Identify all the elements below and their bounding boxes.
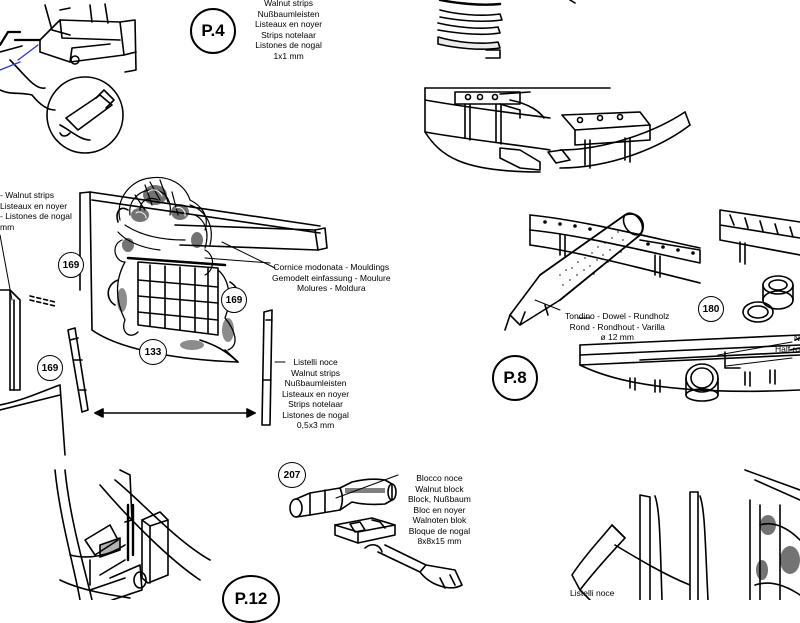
deck-structure-illustration — [54, 469, 211, 600]
label-right-edge: N Half ro — [774, 333, 800, 354]
label-walnut-strips-1mm: Walnut strips Nußbaumleisten Listeaux en… — [255, 0, 323, 61]
moulding-detail-illustration — [67, 176, 328, 426]
long-rail-illustration — [579, 334, 800, 402]
leader-lines — [0, 234, 793, 499]
walnut-block-illustration — [289, 478, 463, 589]
assembly-diagram-sheet — [0, 0, 800, 600]
part-number-180: 180 — [698, 296, 724, 322]
part-number-169-window: 169 — [221, 287, 247, 313]
dowel-rail-illustration — [504, 212, 701, 331]
part-number-169-ornament: 169 — [58, 252, 84, 278]
label-walnut-block: Blocco noce Walnut block Block, Nußbaum … — [408, 473, 471, 546]
part-number-169-hull: 169 — [37, 355, 63, 381]
hull-piece-illustration — [0, 289, 66, 456]
label-moulding: Cornice modonata - Mouldings Gemodelt ei… — [272, 262, 391, 293]
label-dowel: Tondino - Dowel - Rundholz Rond - Rondho… — [565, 311, 670, 342]
part-number-133: 133 — [139, 339, 167, 365]
step-p4-badge: P.4 — [190, 8, 236, 54]
clamp-detail-illustration — [0, 3, 137, 154]
ring-rail-illustration — [719, 209, 800, 323]
strips-bundle-illustration — [437, 0, 576, 59]
rail-with-posts-illustration — [424, 87, 691, 173]
stern-strips-illustration — [571, 469, 800, 600]
label-walnut-strips-05x3: Listelli noce Walnut strips Nußbaumleist… — [282, 357, 350, 430]
step-p8-badge: P.8 — [492, 355, 538, 401]
label-walnut-strips-left: - Walnut strips Listeaux en noyer - List… — [0, 190, 72, 232]
part-number-207: 207 — [278, 462, 306, 488]
label-listelli-bottom: Listelli noce — [570, 588, 615, 598]
step-p12-badge: P.12 — [222, 575, 280, 623]
